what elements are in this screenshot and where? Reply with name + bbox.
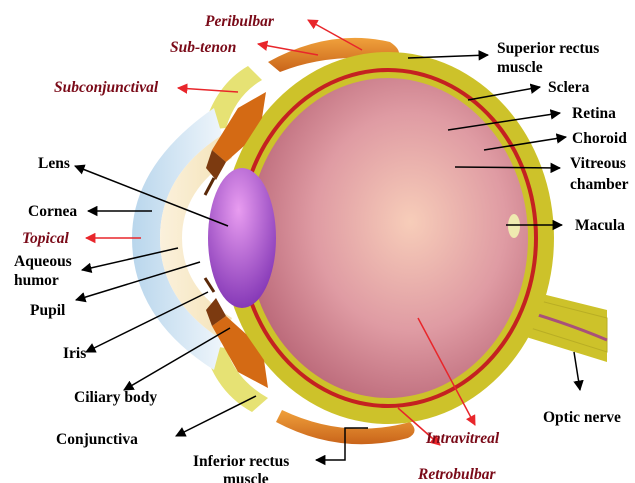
label-subconjunctival: Subconjunctival bbox=[54, 79, 159, 96]
label-pupil: Pupil bbox=[30, 302, 66, 319]
macula-spot bbox=[508, 214, 520, 238]
label-retrobulbar: Retrobulbar bbox=[417, 466, 496, 483]
label-ciliary-body: Ciliary body bbox=[74, 389, 157, 406]
iris-strand-upper bbox=[205, 178, 214, 195]
label-peribulbar: Peribulbar bbox=[205, 13, 275, 30]
arrow-vitreous bbox=[455, 167, 560, 168]
label-sclera: Sclera bbox=[548, 79, 590, 96]
label-optic-nerve: Optic nerve bbox=[543, 409, 621, 426]
label-intravitreal: Intravitreal bbox=[425, 430, 500, 447]
iris-strand-lower bbox=[205, 278, 214, 292]
label-iris: Iris bbox=[63, 345, 86, 362]
lens bbox=[208, 168, 276, 308]
label-topical: Topical bbox=[22, 230, 69, 247]
label-aqueous-line2: humor bbox=[14, 272, 59, 289]
eye-illustration bbox=[132, 38, 607, 444]
label-choroid: Choroid bbox=[572, 130, 627, 147]
label-vitreous-line2: chamber bbox=[570, 176, 629, 193]
label-vitreous-line1: Vitreous bbox=[570, 155, 626, 172]
label-inferior-rectus-line1: Inferior rectus bbox=[193, 453, 289, 470]
label-cornea: Cornea bbox=[28, 203, 77, 220]
arrow-optic-nerve bbox=[574, 352, 580, 390]
label-lens: Lens bbox=[38, 155, 70, 172]
arrow-conjunctiva bbox=[176, 396, 256, 436]
label-inferior-rectus-line2: muscle bbox=[223, 471, 269, 483]
label-sub-tenon: Sub-tenon bbox=[170, 39, 236, 56]
label-superior-rectus-line1: Superior rectus bbox=[497, 40, 599, 57]
label-superior-rectus-line2: muscle bbox=[497, 59, 543, 76]
vitreous-cavity bbox=[248, 78, 528, 398]
label-aqueous-line1: Aqueous bbox=[14, 253, 72, 270]
label-retina: Retina bbox=[572, 105, 616, 122]
label-conjunctiva: Conjunctiva bbox=[56, 431, 138, 448]
label-macula: Macula bbox=[575, 217, 625, 234]
